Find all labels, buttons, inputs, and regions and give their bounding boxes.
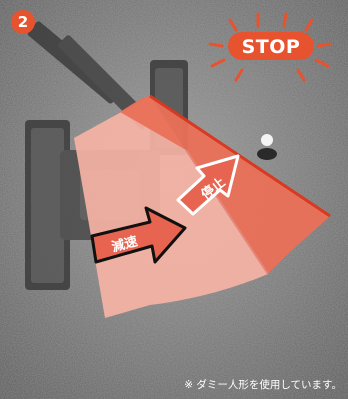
step-number: 2 <box>18 13 28 31</box>
step-number-badge: 2 <box>11 10 35 34</box>
stop-badge-label: STOP <box>242 36 301 58</box>
caption-text: ※ ダミー人形を使用しています。 <box>184 378 342 391</box>
